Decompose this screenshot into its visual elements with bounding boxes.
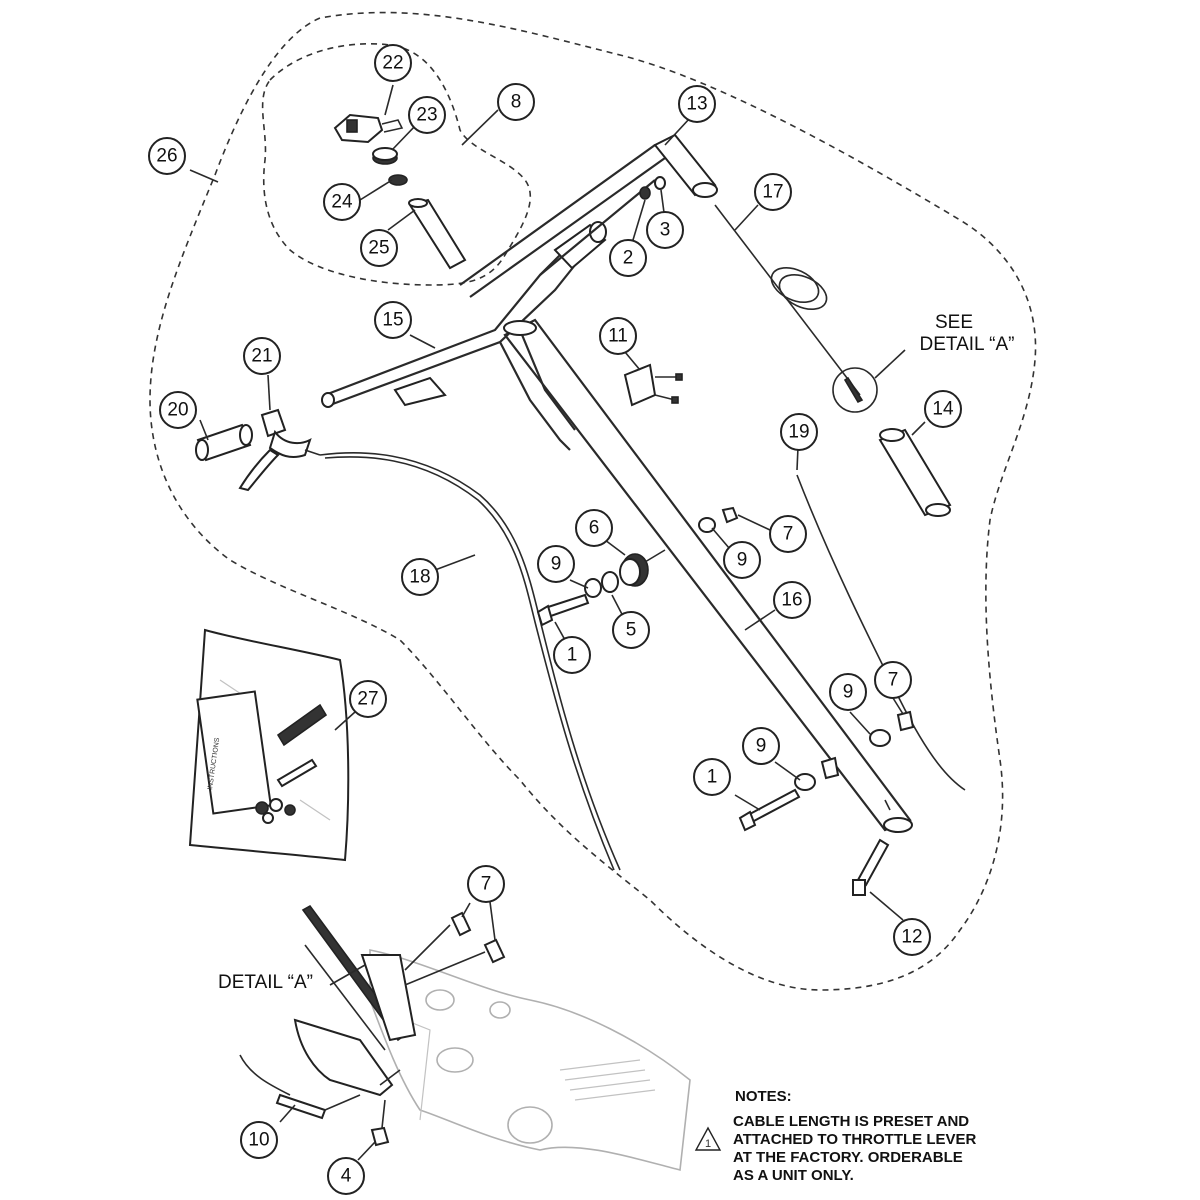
detail-a-engine [239,904,691,1171]
callout-7-b: 7 [874,661,912,699]
callout-24: 24 [323,183,361,221]
throttle-cable-18-inner [324,456,615,871]
throttle-control-parts [333,113,467,270]
svg-text:8: 8 [511,92,522,113]
callout-1-a: 1 [553,636,591,674]
svg-text:22: 22 [382,53,403,74]
callout-7-a: 7 [769,515,807,553]
svg-text:23: 23 [416,105,437,126]
svg-text:9: 9 [551,554,562,575]
detail-a-label: DETAIL “A” [218,972,313,993]
callout-12: 12 [893,918,931,956]
callout-1-b: 1 [693,758,731,796]
bracket-11 [623,363,683,407]
svg-text:5: 5 [626,620,637,641]
svg-text:20: 20 [167,400,188,421]
sub-group-outline [261,42,531,286]
callout-5: 5 [612,611,650,649]
svg-text:9: 9 [843,682,854,703]
throttle-cable-17 [714,204,878,413]
svg-text:15: 15 [382,310,403,331]
callout-17: 17 [754,173,792,211]
see-detail-line2: DETAIL “A” [919,334,1014,355]
svg-text:9: 9 [756,736,767,757]
hardware-kit-bag: INSTRUCTIONS [188,628,350,862]
svg-text:10: 10 [248,1130,269,1151]
svg-text:17: 17 [762,182,783,203]
callout-19: 19 [780,413,818,451]
pulley-hardware [536,506,739,627]
notes-line-4: AS A UNIT ONLY. [733,1167,854,1184]
callout-16: 16 [773,581,811,619]
svg-text:2: 2 [623,248,634,269]
svg-text:1: 1 [567,645,578,666]
svg-text:9: 9 [737,550,748,571]
svg-text:7: 7 [888,670,899,691]
callout-9-b: 9 [723,541,761,579]
callout-13: 13 [678,85,716,123]
notes-marker: 1 [705,1138,711,1150]
svg-text:21: 21 [251,346,272,367]
callout-18: 18 [401,558,439,596]
callout-2: 2 [609,239,647,277]
grip-and-lever [195,408,321,492]
notes-line-3: AT THE FACTORY. ORDERABLE [733,1149,963,1166]
svg-text:6: 6 [589,518,600,539]
callout-21: 21 [243,337,281,375]
svg-text:16: 16 [781,590,802,611]
callout-15: 15 [374,301,412,339]
notes-title: NOTES: [735,1088,792,1105]
svg-text:1: 1 [707,767,718,788]
svg-text:4: 4 [341,1166,352,1187]
svg-text:12: 12 [901,927,922,948]
svg-text:25: 25 [368,238,389,259]
callout-27: 27 [349,680,387,718]
callout-22: 22 [374,44,412,82]
callout-9-d: 9 [742,727,780,765]
callout-4: 4 [327,1157,365,1195]
svg-text:24: 24 [331,192,353,213]
svg-text:18: 18 [409,567,430,588]
svg-text:3: 3 [660,220,671,241]
callout-26: 26 [148,137,186,175]
svg-text:11: 11 [608,326,628,347]
notes-block: NOTES: 1 CABLE LENGTH IS PRESET AND ATTA… [694,1088,976,1184]
handlebar-assembly [321,133,913,833]
callout-9-a: 9 [537,545,575,583]
svg-text:26: 26 [156,146,177,167]
callout-23: 23 [408,96,446,134]
callout-9-c: 9 [829,673,867,711]
callout-3: 3 [646,211,684,249]
lower-hardware [738,710,915,896]
throttle-cable-18 [319,452,621,871]
svg-text:7: 7 [481,874,492,895]
warning-triangle-icon [694,1126,722,1151]
callout-14: 14 [924,390,962,428]
see-detail-line1: SEE [935,312,973,333]
svg-text:27: 27 [357,689,378,710]
callout-6: 6 [575,509,613,547]
callout-25: 25 [360,229,398,267]
notes-line-1: CABLE LENGTH IS PRESET AND [733,1113,969,1130]
callout-10: 10 [240,1121,278,1159]
bolt-nut-parts [639,176,666,200]
svg-text:13: 13 [686,94,707,115]
callout-8: 8 [497,83,535,121]
svg-text:7: 7 [783,524,794,545]
callout-11: 11 [599,317,637,355]
callout-7-c: 7 [467,865,505,903]
sleeve-14 [878,428,952,517]
svg-text:14: 14 [932,399,954,420]
svg-text:19: 19 [788,422,809,443]
leader-lines [189,84,926,1161]
callout-20: 20 [159,391,197,429]
notes-line-2: ATTACHED TO THROTTLE LEVER [733,1131,976,1148]
